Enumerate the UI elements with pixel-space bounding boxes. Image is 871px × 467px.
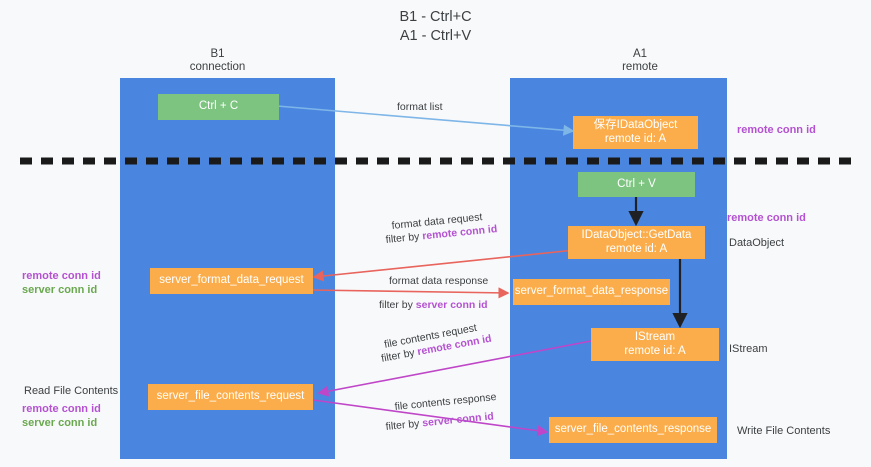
node-idataobject-getdata[interactable]: IDataObject::GetData remote id: A — [568, 226, 705, 259]
lane-title-a1: A1 remote — [622, 48, 658, 73]
node-istream[interactable]: IStream remote id: A — [591, 328, 719, 361]
node-save-idataobject[interactable]: 保存IDataObject remote id: A — [573, 116, 698, 149]
node-save-idataobject-sublabel: remote id: A — [604, 132, 667, 145]
node-server-format-data-request-label: server_format_data_request — [159, 274, 304, 287]
annotation-remote-conn-id-top: remote conn id — [737, 124, 816, 136]
node-server-format-data-response[interactable]: server_format_data_response — [513, 279, 670, 305]
keyword-server-conn-id: server conn id — [415, 299, 488, 311]
node-istream-label: IStream — [634, 331, 676, 343]
node-server-format-data-response-label: server_format_data_response — [514, 285, 669, 298]
node-server-format-data-request[interactable]: server_format_data_request — [150, 268, 313, 294]
annotation-remote-conn-id-mid: remote conn id — [727, 212, 806, 224]
annotation-write-file-contents: Write File Contents — [737, 425, 831, 437]
annotation-left-remote-conn-id-mid: remote conn id — [22, 270, 101, 282]
annotation-istream: IStream — [729, 343, 768, 355]
lane-title-b1: B1 connection — [189, 48, 246, 73]
node-idataobject-getdata-sublabel: remote id: A — [605, 242, 668, 255]
annotation-left-remote-conn-id-bot: remote conn id — [22, 403, 101, 415]
node-server-file-contents-request[interactable]: server_file_contents_request — [148, 384, 313, 410]
arrow-format-data-response — [309, 287, 510, 299]
annotation-left-server-conn-id-bot: server conn id — [22, 417, 98, 429]
keyword-server-conn-id: server conn id — [421, 410, 495, 430]
node-server-file-contents-response[interactable]: server_file_contents_response — [549, 417, 717, 443]
node-server-file-contents-response-label: server_file_contents_response — [554, 423, 712, 436]
edge-label-format-list: format list — [397, 101, 443, 113]
edge-label-format-data-response-filter: filter by server conn id — [379, 299, 488, 311]
node-istream-sublabel: remote id: A — [624, 344, 686, 357]
edge-label-format-data-response: format data response — [389, 275, 489, 287]
node-ctrl-v-label: Ctrl + V — [617, 177, 656, 190]
node-ctrl-v[interactable]: Ctrl + V — [578, 172, 695, 197]
page-title: B1 - Ctrl+C A1 - Ctrl+V — [399, 9, 472, 44]
node-save-idataobject-label: 保存IDataObject — [593, 119, 678, 131]
node-idataobject-getdata-label: IDataObject::GetData — [581, 229, 692, 241]
node-server-file-contents-request-label: server_file_contents_request — [156, 390, 305, 403]
annotation-dataobject: DataObject — [729, 237, 785, 249]
annotation-read-file-contents: Read File Contents — [24, 385, 119, 397]
node-ctrl-c-label: Ctrl + C — [198, 100, 239, 113]
annotation-left-server-conn-id-mid: server conn id — [22, 284, 98, 296]
node-ctrl-c[interactable]: Ctrl + C — [158, 94, 279, 120]
